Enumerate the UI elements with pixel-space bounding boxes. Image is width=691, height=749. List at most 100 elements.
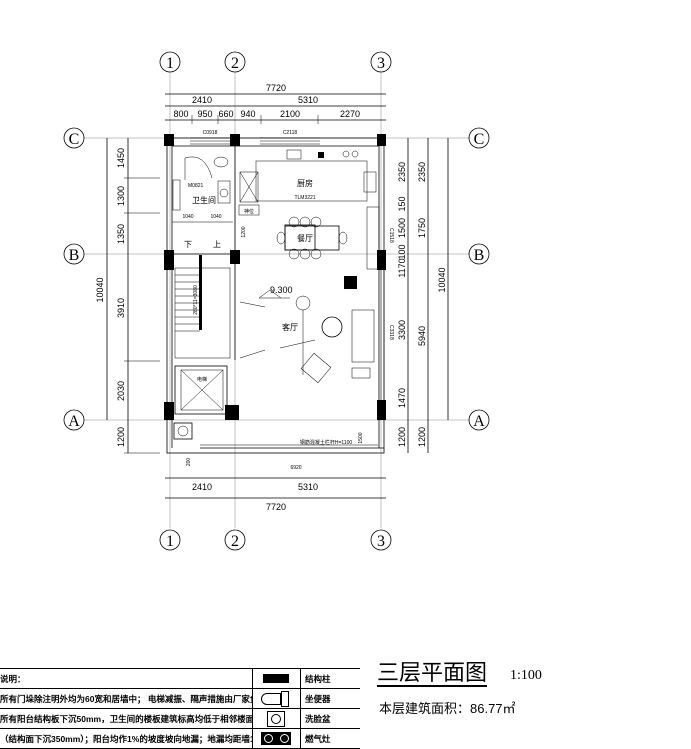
svg-text:2410: 2410	[192, 95, 212, 105]
svg-text:C: C	[69, 131, 80, 148]
living: 9.300 客厅	[239, 276, 375, 384]
top-dimensions: 7720 2410 5310 800 950 660 940 2100 2270	[165, 83, 386, 124]
svg-text:660: 660	[218, 109, 233, 119]
grid-lines	[84, 72, 470, 528]
svg-text:C2118: C2118	[283, 130, 298, 136]
svg-text:9.300: 9.300	[270, 285, 293, 295]
svg-text:10040: 10040	[95, 277, 105, 302]
svg-text:客厅: 客厅	[282, 322, 298, 332]
svg-text:A: A	[473, 413, 485, 430]
bottom-dimensions: 2410 5310 7720	[165, 477, 386, 512]
svg-text:B: B	[69, 247, 80, 264]
svg-text:3910: 3910	[116, 298, 126, 318]
washbasin-symbol	[252, 709, 301, 728]
svg-text:卫生间: 卫生间	[192, 195, 216, 205]
notes-header: 说明：	[0, 674, 26, 684]
svg-text:5310: 5310	[298, 482, 318, 492]
svg-text:上: 上	[213, 240, 221, 249]
svg-text:1200: 1200	[116, 427, 126, 447]
svg-text:2: 2	[231, 533, 239, 550]
svg-text:2100: 2100	[280, 109, 300, 119]
toilet-symbol	[252, 689, 301, 708]
svg-text:神位: 神位	[244, 208, 254, 215]
svg-text:1750: 1750	[417, 218, 427, 238]
svg-text:餐厅: 餐厅	[297, 234, 313, 243]
svg-text:150: 150	[397, 196, 407, 211]
svg-text:1500: 1500	[358, 432, 364, 443]
note-text: 所有阳台结构板下沉50mm，卫生间的楼板建筑标高均低于相邻楼面完成面30	[0, 714, 252, 724]
svg-text:M0821: M0821	[188, 183, 204, 189]
svg-text:C: C	[474, 131, 485, 148]
balcony: 钢筋混凝土栏杆H=1100 6920 1500 200	[186, 432, 364, 471]
walls	[164, 134, 386, 454]
windows: C0918 C2118 C1518 C3318	[190, 130, 394, 400]
svg-text:1: 1	[166, 533, 174, 550]
svg-text:2: 2	[231, 55, 239, 72]
notes-row: （结构面下沉350mm）；阳台均作1%的坡度坡向地漏；地漏均距墙100。 燃气灶	[0, 729, 360, 749]
svg-text:2270: 2270	[340, 109, 360, 119]
stair: 1040 1040 下 上 280*11=3080	[172, 214, 233, 359]
svg-text:10040: 10040	[437, 267, 447, 292]
svg-text:1170: 1170	[397, 258, 407, 277]
note-text: 所有门垛除注明外均为60宽和居墙中； 电梯减振、隔声措施由厂家负责施工安装；	[0, 694, 252, 704]
right-dimensions: 2350 150 1500 100 1170 3300 1470 1200 23…	[397, 138, 449, 453]
notes-header-row: 说明： 结构柱	[0, 669, 360, 689]
svg-text:1040: 1040	[210, 214, 221, 220]
svg-text:7720: 7720	[266, 502, 286, 512]
svg-text:厨房: 厨房	[297, 178, 313, 188]
notes-row: 所有阳台结构板下沉50mm，卫生间的楼板建筑标高均低于相邻楼面完成面30 洗脸盆	[0, 709, 360, 729]
floor-area: 本层建筑面积：86.77㎡	[379, 701, 516, 716]
svg-text:1200: 1200	[397, 427, 407, 447]
drawing-title: 三层平面图	[377, 660, 488, 687]
svg-text:5310: 5310	[298, 95, 318, 105]
svg-text:2350: 2350	[417, 162, 427, 182]
svg-text:3300: 3300	[397, 320, 407, 340]
note-text: （结构面下沉350mm）；阳台均作1%的坡度坡向地漏；地漏均距墙100。	[0, 734, 252, 744]
svg-text:6920: 6920	[290, 465, 301, 471]
svg-text:3: 3	[377, 533, 385, 550]
svg-text:B: B	[474, 247, 485, 264]
drawing-scale: 1:100	[510, 668, 542, 683]
gas-stove-symbol	[252, 729, 301, 748]
legend-label-column: 结构柱	[305, 674, 331, 684]
svg-text:1470: 1470	[397, 388, 407, 408]
notes-row: 所有门垛除注明外均为60宽和居墙中； 电梯减振、隔声措施由厂家负责施工安装； 坐…	[0, 689, 360, 709]
svg-text:800: 800	[173, 109, 188, 119]
svg-text:1200: 1200	[417, 427, 427, 447]
left-dimensions: 1450 1300 1350 3910 2030 1200 10040	[95, 138, 160, 454]
svg-text:电梯: 电梯	[197, 376, 207, 383]
svg-text:3: 3	[377, 55, 385, 72]
svg-text:TLM3221: TLM3221	[294, 195, 315, 201]
svg-text:1450: 1450	[116, 148, 126, 168]
svg-text:940: 940	[240, 109, 255, 119]
legend-label-gas-stove: 燃气灶	[305, 734, 331, 744]
svg-text:280*11=3080: 280*11=3080	[193, 285, 199, 315]
svg-text:200: 200	[186, 458, 192, 467]
svg-text:1: 1	[166, 55, 174, 72]
svg-text:C0918: C0918	[203, 130, 218, 136]
svg-text:1040: 1040	[182, 214, 193, 220]
svg-text:100: 100	[397, 244, 407, 259]
notes-legend-table: 说明： 结构柱 所有门垛除注明外均为60宽和居墙中； 电梯减振、隔声措施由厂家负…	[0, 668, 360, 749]
svg-text:2350: 2350	[397, 162, 407, 182]
svg-text:1500: 1500	[397, 218, 407, 238]
dining: 餐厅 1200	[241, 206, 380, 270]
svg-text:1350: 1350	[116, 224, 126, 244]
legend-label-washbasin: 洗脸盆	[305, 714, 331, 724]
svg-text:C1518: C1518	[388, 228, 394, 243]
svg-text:950: 950	[197, 109, 212, 119]
column-symbol	[252, 669, 301, 688]
svg-text:1300: 1300	[116, 186, 126, 206]
svg-text:1200: 1200	[241, 226, 247, 237]
axis-bubbles: 1 2 3 1 2 3 C B A C B A	[63, 51, 490, 551]
svg-text:7720: 7720	[266, 83, 286, 93]
bathroom: M0821 卫生间	[172, 156, 231, 211]
svg-text:2410: 2410	[192, 482, 212, 492]
kitchen: 厨房 TLM3221 神位	[238, 149, 377, 216]
svg-text:C3318: C3318	[388, 325, 394, 340]
svg-text:下: 下	[184, 240, 192, 249]
elevator: 电梯	[173, 365, 228, 440]
svg-text:2030: 2030	[116, 381, 126, 401]
svg-text:A: A	[68, 413, 80, 430]
